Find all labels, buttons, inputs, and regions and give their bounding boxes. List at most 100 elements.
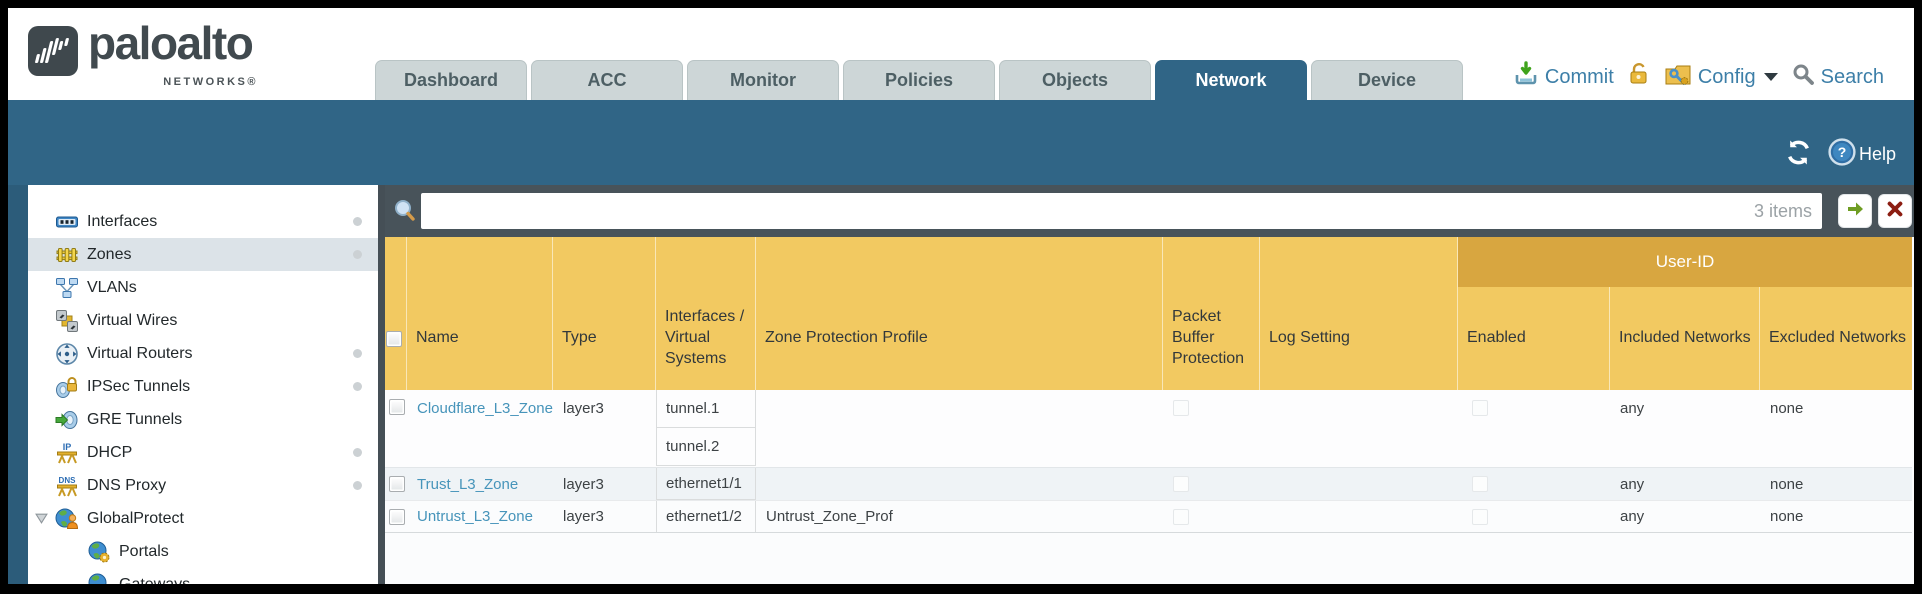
help-button[interactable]: ? Help <box>1828 138 1896 171</box>
apply-filter-button[interactable] <box>1838 194 1872 228</box>
status-dot <box>353 349 362 358</box>
column-header-name[interactable]: Name <box>407 237 553 390</box>
zones-icon <box>54 243 80 267</box>
sidebar-item-label: Interfaces <box>87 212 158 230</box>
sidebar-item-ipsec-tunnels[interactable]: IPSec Tunnels <box>28 370 378 403</box>
filter-bar: 3 items <box>385 185 1914 237</box>
packet-buffer-checkbox[interactable] <box>1173 508 1189 525</box>
tab-acc[interactable]: ACC <box>531 60 683 100</box>
sidebar-item-label: DHCP <box>87 443 133 461</box>
column-header-type[interactable]: Type <box>553 237 656 390</box>
select-all-checkbox[interactable] <box>385 330 402 347</box>
svg-text:DNS: DNS <box>59 476 77 485</box>
column-header-included-networks[interactable]: Included Networks <box>1610 237 1760 390</box>
tab-device[interactable]: Device <box>1311 60 1463 100</box>
sidebar-item-gre-tunnels[interactable]: GRE Tunnels <box>28 403 378 436</box>
column-header-excluded-networks[interactable]: Excluded Networks <box>1769 329 1906 347</box>
tab-policies[interactable]: Policies <box>843 60 995 100</box>
zone-protection-profile: Untrust_Zone_Prof <box>766 508 893 525</box>
search-button[interactable]: Search <box>1791 62 1884 92</box>
sidebar-item-globalprotect[interactable]: GlobalProtect <box>28 502 378 535</box>
expand-triangle-icon[interactable] <box>35 513 48 524</box>
commit-button[interactable]: Commit <box>1513 61 1614 93</box>
packet-buffer-checkbox[interactable] <box>1173 476 1189 492</box>
row-checkbox[interactable] <box>389 476 405 492</box>
zones-panel: 3 items Name Type Interfaces / Virtual S… <box>385 185 1914 584</box>
enabled-checkbox[interactable] <box>1472 508 1488 525</box>
virtual-routers-icon <box>54 342 80 366</box>
sidebar-item-dns-proxy[interactable]: DNS DNS Proxy <box>28 469 378 502</box>
sidebar-item-interfaces[interactable]: Interfaces <box>28 205 378 238</box>
sidebar-item-virtual-routers[interactable]: Virtual Routers <box>28 337 378 370</box>
sidebar-item-label: Portals <box>119 542 169 560</box>
lock-icon <box>1627 61 1651 93</box>
config-label: Config <box>1697 65 1756 88</box>
zone-protection-profile <box>756 390 1163 467</box>
svg-text:IP: IP <box>63 442 72 452</box>
page: paloalto NETWORKS® Dashboard ACC Monitor… <box>8 8 1914 584</box>
search-label: Search <box>1820 65 1884 88</box>
arrow-right-icon <box>1845 199 1865 224</box>
zone-name-link[interactable]: Trust_L3_Zone <box>417 475 519 493</box>
clear-filter-button[interactable] <box>1878 194 1912 228</box>
gre-tunnels-icon <box>54 408 80 432</box>
virtual-wires-icon <box>54 309 80 333</box>
svg-text:?: ? <box>1838 144 1847 160</box>
config-icon <box>1664 61 1692 93</box>
row-checkbox[interactable] <box>389 508 405 525</box>
row-checkbox[interactable] <box>389 399 405 415</box>
column-header-zone-protection-profile[interactable]: Zone Protection Profile <box>756 237 1163 390</box>
sidebar-item-label: Gateways <box>119 575 191 585</box>
zone-name-link[interactable]: Untrust_L3_Zone <box>417 508 533 525</box>
paloalto-logo: paloalto NETWORKS® <box>28 17 278 94</box>
left-margin-strip <box>8 185 28 584</box>
interfaces-cell: ethernet1/1 <box>656 468 756 500</box>
table-row: Untrust_L3_Zone layer3 ethernet1/2 Untru… <box>385 500 1912 533</box>
column-header-enabled[interactable]: Enabled <box>1458 237 1610 390</box>
utility-bar: Commit Config Search <box>1513 58 1884 96</box>
paloalto-logo-icon <box>28 26 78 81</box>
commit-icon <box>1513 61 1539 93</box>
network-sidebar: Interfaces Zones VLANs Virtual Wires Vir… <box>28 185 378 584</box>
enabled-checkbox[interactable] <box>1472 476 1488 492</box>
sidebar-item-dhcp[interactable]: IP DHCP <box>28 436 378 469</box>
vlans-icon <box>54 276 80 300</box>
sidebar-item-label: GlobalProtect <box>87 509 184 527</box>
enabled-checkbox[interactable] <box>1472 400 1488 416</box>
clear-x-icon <box>1886 200 1904 223</box>
tab-network[interactable]: Network <box>1155 60 1307 100</box>
column-header-packet-buffer-protection[interactable]: Packet Buffer Protection <box>1163 237 1260 390</box>
column-header-interfaces[interactable]: Interfaces / Virtual Systems <box>656 237 756 390</box>
zone-name-link[interactable]: Cloudflare_L3_Zone <box>417 400 553 417</box>
filter-input[interactable] <box>421 196 1754 226</box>
tab-objects[interactable]: Objects <box>999 60 1151 100</box>
column-header-log-setting[interactable]: Log Setting <box>1260 237 1458 390</box>
zone-type: layer3 <box>563 475 604 493</box>
log-setting <box>1260 390 1458 467</box>
chevron-down-icon <box>1763 73 1778 81</box>
sidebar-item-label: DNS Proxy <box>87 476 167 494</box>
tab-dashboard[interactable]: Dashboard <box>375 60 527 100</box>
zone-protection-profile <box>756 468 1163 500</box>
sidebar-item-gateways[interactable]: Gateways <box>28 568 378 584</box>
items-count: 3 items <box>1753 200 1812 221</box>
refresh-button[interactable] <box>1785 139 1812 171</box>
dns-proxy-icon: DNS <box>54 474 80 498</box>
sidebar-item-virtual-wires[interactable]: Virtual Wires <box>28 304 378 337</box>
status-dot <box>353 382 362 391</box>
tab-monitor[interactable]: Monitor <box>687 60 839 100</box>
sidebar-item-label: Virtual Wires <box>87 311 178 329</box>
help-icon: ? <box>1828 138 1856 171</box>
config-lock-button[interactable] <box>1627 61 1651 93</box>
sidebar-item-portals[interactable]: Portals <box>28 535 378 568</box>
sidebar-item-vlans[interactable]: VLANs <box>28 271 378 304</box>
status-dot <box>353 481 362 490</box>
sidebar-item-zones[interactable]: Zones <box>28 238 378 271</box>
table-row: Trust_L3_Zone layer3 ethernet1/1 any non… <box>385 467 1912 500</box>
sidebar-item-label: GRE Tunnels <box>87 410 183 428</box>
sidebar-item-label: VLANs <box>87 278 137 296</box>
interfaces-icon <box>54 210 80 234</box>
included-networks: any <box>1620 400 1645 417</box>
config-menu-button[interactable]: Config <box>1664 61 1778 93</box>
packet-buffer-checkbox[interactable] <box>1173 400 1189 416</box>
